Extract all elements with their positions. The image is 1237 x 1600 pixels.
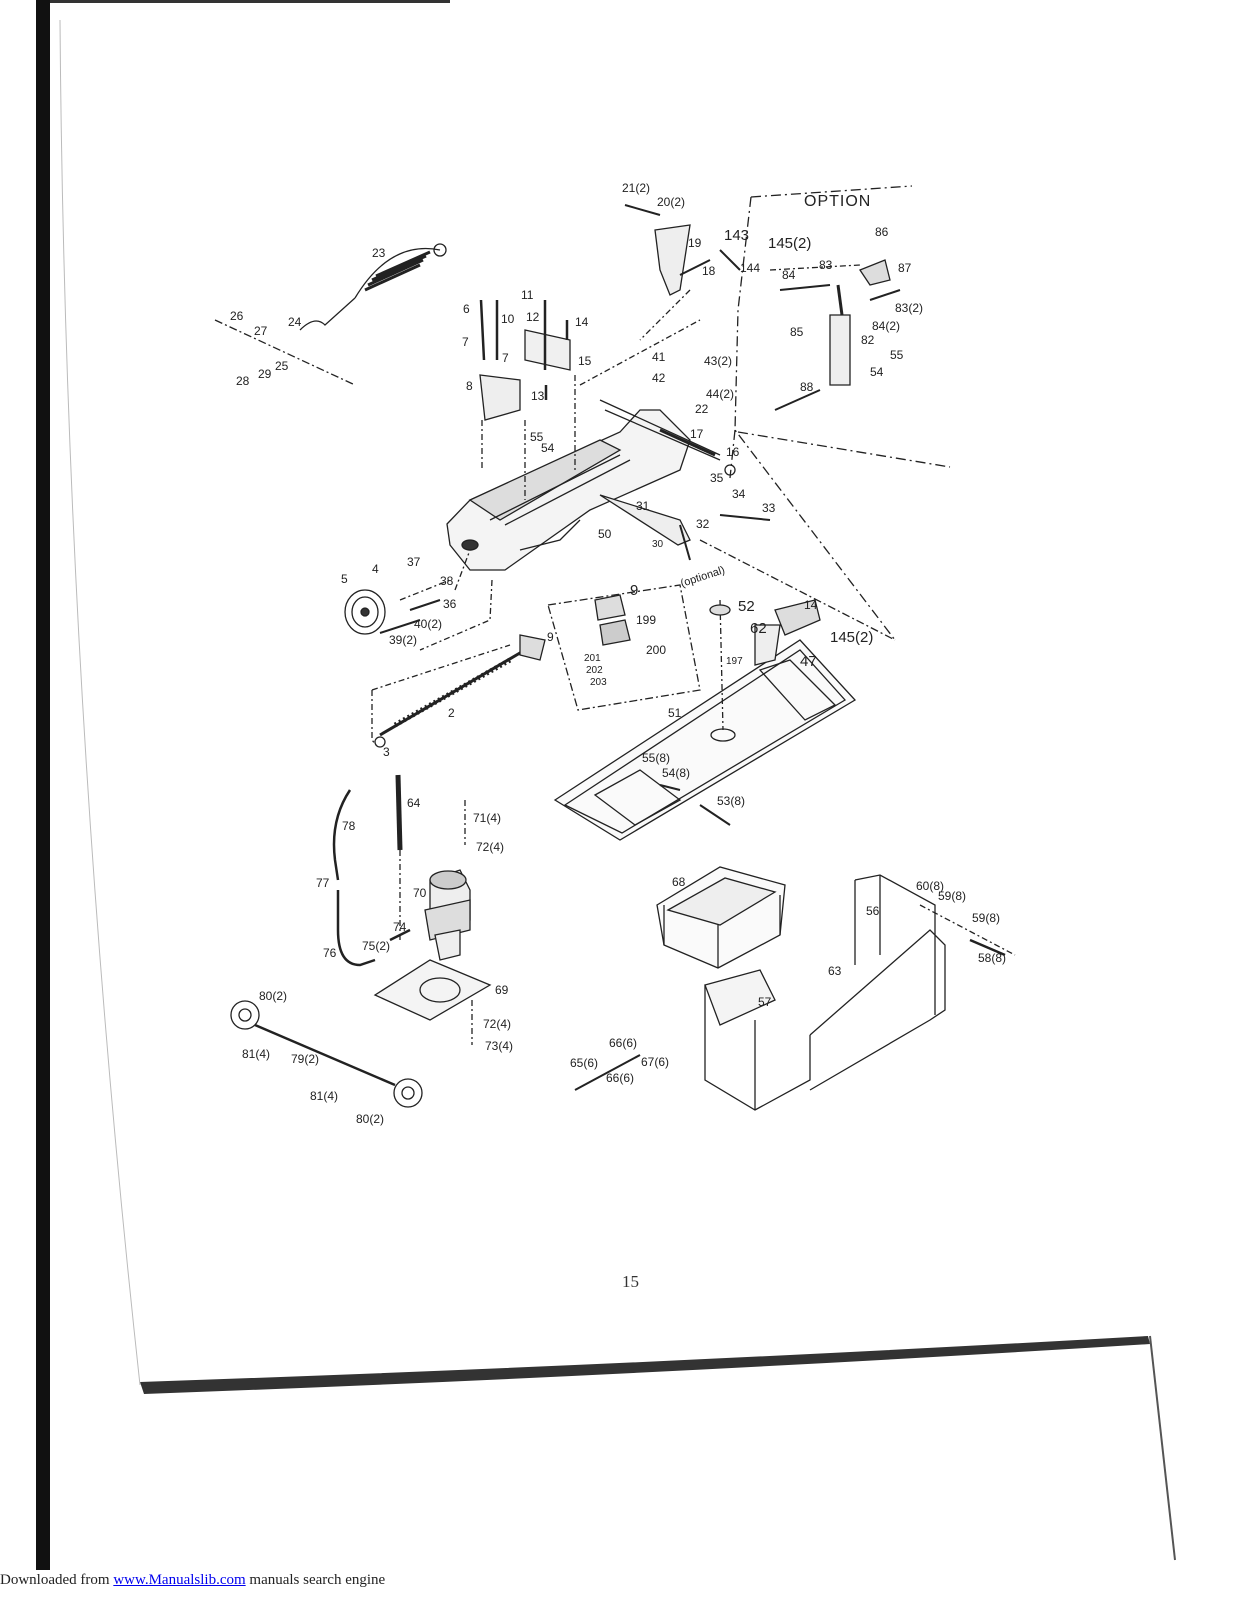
hose-78	[332, 789, 376, 967]
optional-box	[547, 584, 701, 711]
coolant-pump-70	[424, 869, 471, 961]
footer-prefix: Downloaded from	[0, 1572, 114, 1588]
binding-edge	[36, 0, 50, 1570]
rod-64	[395, 774, 403, 851]
rod-17	[659, 428, 716, 457]
lever-32	[599, 494, 691, 546]
option-border	[729, 185, 951, 641]
page-shadow	[140, 1336, 1150, 1394]
footer-suffix: manuals search engine	[245, 1572, 386, 1588]
head-assembly	[446, 399, 721, 571]
manualslib-link[interactable]: www.Manualslib.com	[113, 1572, 246, 1588]
cylinder-82	[829, 314, 851, 386]
plate-15	[524, 329, 571, 371]
spring-23	[299, 243, 447, 331]
bracket-62	[754, 624, 781, 666]
axle-79	[254, 1023, 396, 1087]
footer: Downloaded from www.Manualslib.com manua…	[0, 1572, 385, 1589]
base-69	[373, 959, 492, 1021]
pulley-5	[344, 589, 386, 635]
wheel-80	[230, 1000, 423, 1108]
page-number: 15	[622, 1272, 639, 1291]
stand-cabinet	[704, 874, 946, 1111]
bracket-8	[479, 374, 521, 421]
table-51	[553, 639, 857, 841]
cutout-47	[758, 659, 837, 721]
lever-19	[654, 224, 691, 296]
